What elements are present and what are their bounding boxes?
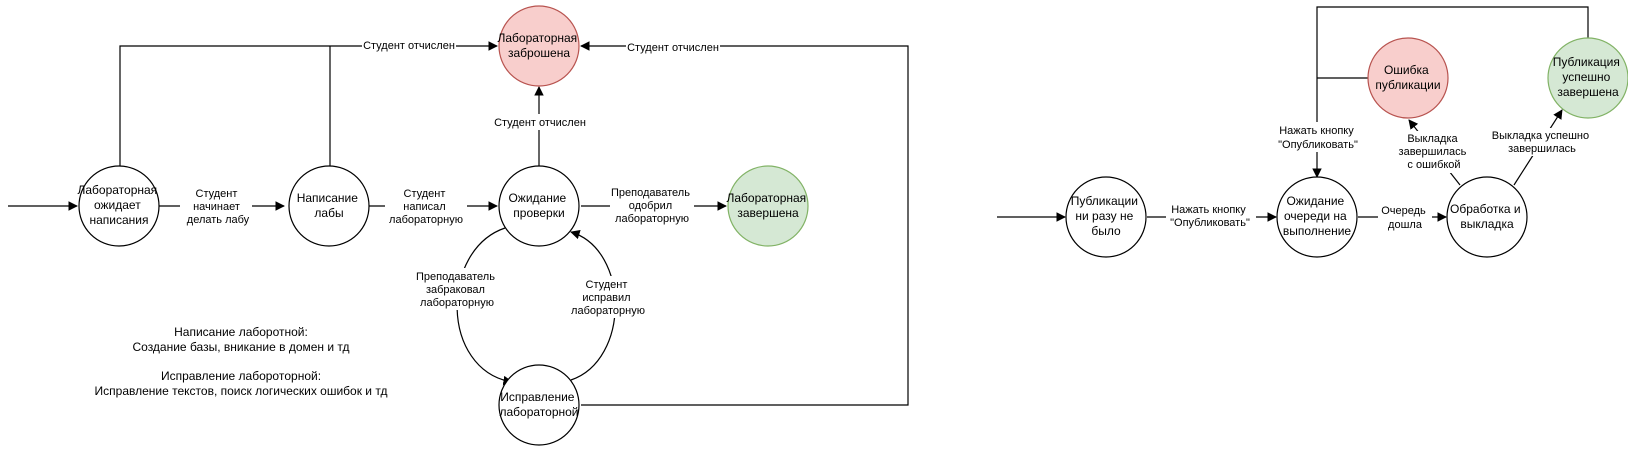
note-writing-desc: Создание базы, вникание в домен и тд [132,340,349,354]
svg-text:Написание лабы: Написание лабы [297,191,362,220]
state-lab-fixing: Исправление лабораторной [498,364,580,446]
svg-text:Студент написал: Студент написал лабораторную [389,188,463,226]
svg-text:Публикация успешно: Публикация успешно завершена [1553,55,1623,99]
edge-label-queue-reached: Очередь дошла [1378,204,1432,232]
svg-text:Публикации ни разу не: Публикации ни разу не было [1071,194,1142,238]
edge-label-rejected: Преподаватель забраковал лабораторную [414,268,500,310]
edge-label-expelled-review: Студент отчислен [493,114,587,130]
notes-block: Написание лаборотной: Создание базы, вни… [95,325,388,398]
svg-text:Ошибка публикации: Ошибка публикации [1375,63,1440,92]
svg-text:Выкладка завершилась: Выкладка завершилась с ошибкой [1399,133,1470,171]
edge-label-approved: Преподаватель одобрил лабораторную [610,184,694,226]
svg-text:Преподаватель забраков: Преподаватель забраковал лабораторную [416,271,498,309]
svg-text:Ожидание очереди на: Ожидание очереди на выполнение [1283,194,1352,238]
svg-text:Нажать кнопку "Опублик: Нажать кнопку "Опубликовать" [1170,204,1250,229]
edge-label-fixed: Студент исправил лабораторную [566,276,650,318]
edge-retry-success [1312,6,1589,178]
edge-label-succeeded: Выкладка успешно завершилась [1490,128,1594,156]
svg-text:Студент отчислен: Студент отчислен [494,117,586,129]
svg-text:Преподаватель одобрил: Преподаватель одобрил лабораторную [611,187,693,225]
edge-label-press-retry: Нажать кнопку "Опубликовать" [1272,122,1364,152]
edge-label-failed: Выкладка завершилась с ошибкой [1398,131,1470,173]
state-lab-waiting-writing: Лабораторная ожидает написания [77,165,160,247]
state-publish-queued: Ожидание очереди на выполнение [1276,176,1358,258]
edge-label-expelled-top-right: Студент отчислен [626,40,720,56]
state-lab-done: Лабораторная завершена [726,165,809,247]
state-publish-success: Публикация успешно завершена [1547,37,1628,119]
note-fixing-title: Исправление лаборотoрной: [161,369,321,383]
svg-text:Студент начинает: Студент начинает делать лабу [187,188,250,226]
svg-text:Лабораторная ожидает: Лабораторная ожидает написания [77,183,160,227]
edge-label-expelled-top-left: Студент отчислен [362,38,456,54]
svg-text:Очередь дошла: Очередь дошла [1381,205,1429,231]
state-publish-error: Ошибка публикации [1367,37,1449,119]
svg-text:Ожидание проверки: Ожидание проверки [508,191,569,220]
state-lab-writing: Написание лабы [288,165,370,247]
state-lab-waiting-review: Ожидание проверки [498,165,580,247]
edge-label-press-first: Нажать кнопку "Опубликовать" [1166,202,1256,230]
edge-label-submitted: Студент написал лабораторную [385,185,467,227]
svg-text:Лабораторная заброшена: Лабораторная заброшена [497,31,580,60]
edge-expelled-waiting [119,41,498,166]
svg-text:Нажать кнопку "Опублик: Нажать кнопку "Опубликовать" [1278,125,1358,151]
lab-diagram: Студент начинает делать лабу Студент нап… [8,5,909,446]
edge-expelled-fixing [580,41,909,406]
publish-diagram: Нажать кнопку "Опубликовать" Нажать кноп… [997,6,1628,258]
svg-text:Обработка и выкладка: Обработка и выкладка [1450,202,1524,231]
svg-text:Выкладка успешно завер: Выкладка успешно завершилась [1492,130,1592,155]
state-publish-never: Публикации ни разу не было [1065,176,1147,258]
note-fixing-desc: Исправление текстов, поиск логических ош… [95,384,388,398]
svg-text:Студент исправил: Студент исправил лабораторную [571,279,645,317]
state-publish-processing: Обработка и выкладка [1446,176,1528,258]
svg-text:Лабораторная завершена: Лабораторная завершена [726,191,809,220]
state-lab-abandoned: Лабораторная заброшена [497,5,580,87]
svg-text:Студент отчислен: Студент отчислен [363,40,455,52]
svg-text:Исправление лабораторн: Исправление лабораторной [499,390,578,419]
svg-text:Студент отчислен: Студент отчислен [627,42,719,54]
edge-label-start-writing: Студент начинает делать лабу [180,185,252,227]
note-writing-title: Написание лаборотной: [174,325,308,339]
